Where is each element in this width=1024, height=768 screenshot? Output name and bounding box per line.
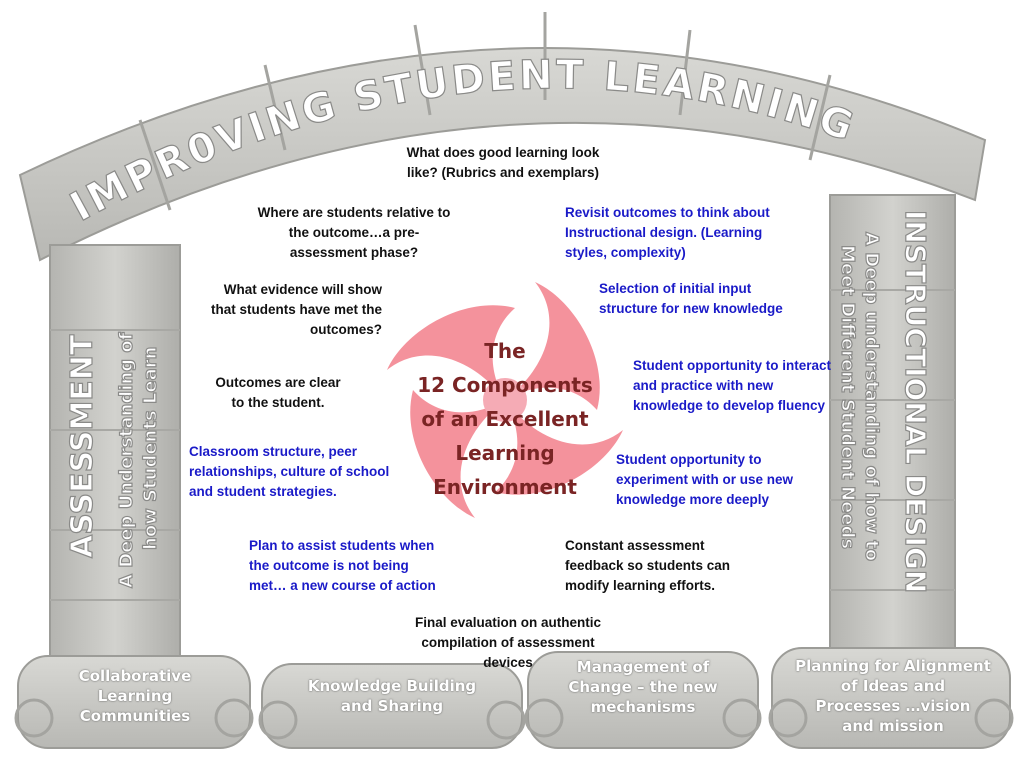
center-title: The 12 Components of an Excellent Learni… — [417, 339, 593, 499]
instructional-design-subheading-line2: Meet Different Student Needs — [837, 245, 858, 549]
base-collaborative-communities: Collaborative Learning Communities — [78, 667, 192, 725]
base-planning-alignment: Planning for Alignment of Ideas and Proc… — [795, 657, 991, 735]
instructional-design-subheading-line1: A Deep understanding of how to — [861, 232, 882, 561]
component-constant-assessment: Constant assessment feedback so students… — [565, 538, 731, 593]
component-outcomes-clear: Outcomes are clear to the student. — [215, 375, 341, 410]
pillar-bases — [14, 647, 1014, 749]
component-revisit-outcomes: Revisit outcomes to think about Instruct… — [565, 205, 770, 260]
component-final-evaluation: Final evaluation on authentic compilatio… — [414, 615, 602, 670]
instructional-design-heading: INSTRUCTIONAL DESIGN — [899, 210, 932, 593]
component-plan-assist: Plan to assist students when the outcome… — [249, 538, 436, 593]
component-interact-practice: Student opportunity to interact and prac… — [633, 358, 831, 413]
assessment-subheading-line2: how Students Learn — [140, 347, 161, 550]
swirl-graphic — [387, 282, 623, 518]
component-evidence: What evidence will show that students ha… — [210, 282, 382, 337]
assessment-subheading-line1: A Deep Understanding of — [116, 332, 137, 588]
base-management-of-change: Management of Change – the new mechanism… — [568, 658, 718, 716]
component-good-learning: What does good learning look like? (Rubr… — [406, 145, 600, 180]
assessment-heading: ASSESSMENT — [65, 334, 100, 558]
right-pillar — [829, 194, 956, 656]
base-knowledge-building: Knowledge Building and Sharing — [307, 677, 477, 715]
component-classroom-structure: Classroom structure, peer relationships,… — [189, 444, 390, 499]
component-experiment: Student opportunity to experiment with o… — [616, 452, 794, 507]
arch-stones — [18, 12, 987, 262]
left-pillar — [49, 244, 181, 666]
component-students-relative: Where are students relative to the outco… — [257, 205, 451, 260]
component-initial-input: Selection of initial input structure for… — [599, 281, 783, 316]
